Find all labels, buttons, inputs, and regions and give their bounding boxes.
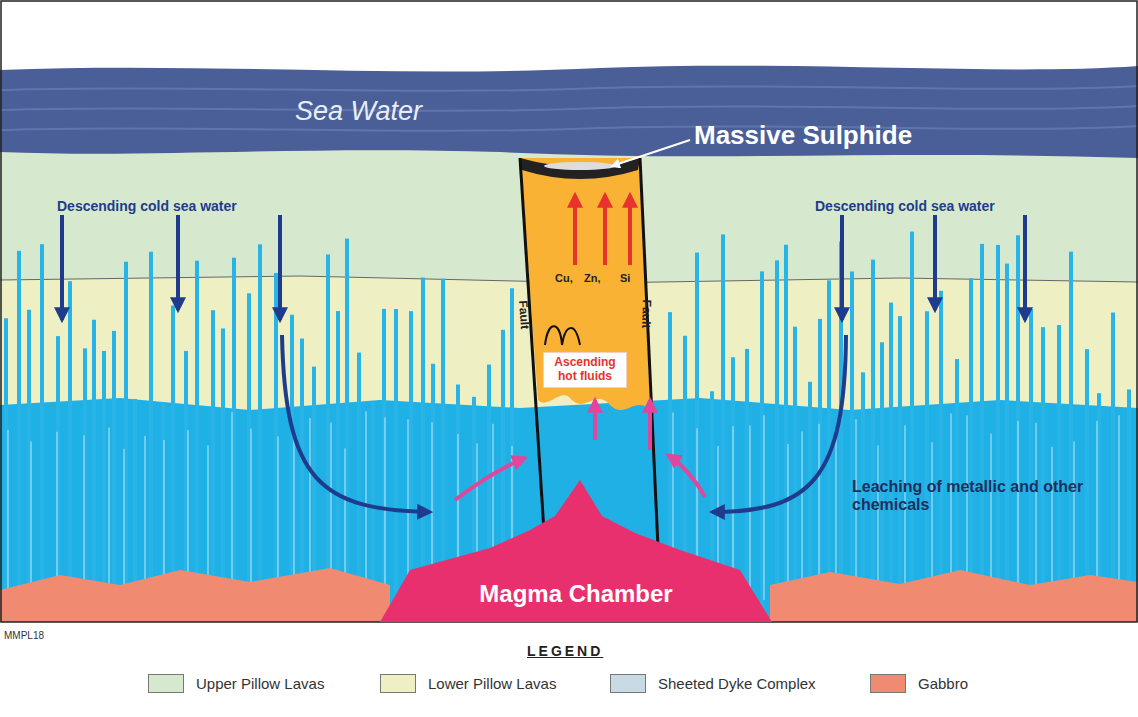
legend-item: Gabbro xyxy=(870,674,968,693)
ore-label: Massive Sulphide xyxy=(694,120,912,151)
element-label: Cu, xyxy=(555,272,573,284)
flow-label: Descending cold sea water xyxy=(57,198,237,214)
legend-text: Lower Pillow Lavas xyxy=(428,675,556,692)
legend-item: Upper Pillow Lavas xyxy=(148,674,324,693)
figure-code: MMPL18 xyxy=(4,630,44,641)
magma-chamber: Magma Chamber xyxy=(380,478,772,622)
water-label: Sea Water xyxy=(295,96,422,127)
legend-item: Lower Pillow Lavas xyxy=(380,674,556,693)
chamber-title: Magma Chamber xyxy=(380,580,772,608)
legend-swatch xyxy=(610,674,646,693)
process-note: Leaching of metallic and other chemicals xyxy=(852,478,1102,515)
element-label: Si xyxy=(620,272,630,284)
legend-swatch xyxy=(380,674,416,693)
fault-label: Fault xyxy=(639,300,654,329)
legend-text: Upper Pillow Lavas xyxy=(196,675,324,692)
legend-text: Gabbro xyxy=(918,675,968,692)
legend-text: Sheeted Dyke Complex xyxy=(658,675,816,692)
legend-swatch xyxy=(870,674,906,693)
label-box: Ascending hot fluids xyxy=(543,352,627,388)
element-label: Zn, xyxy=(584,272,601,284)
legend-swatch xyxy=(148,674,184,693)
legend-item: Sheeted Dyke Complex xyxy=(610,674,816,693)
legend-heading: LEGEND xyxy=(527,643,603,659)
fluid-label: Ascending hot fluids xyxy=(549,356,621,384)
fault-label: Fault xyxy=(516,300,532,330)
flow-label: Descending cold sea water xyxy=(815,198,995,214)
